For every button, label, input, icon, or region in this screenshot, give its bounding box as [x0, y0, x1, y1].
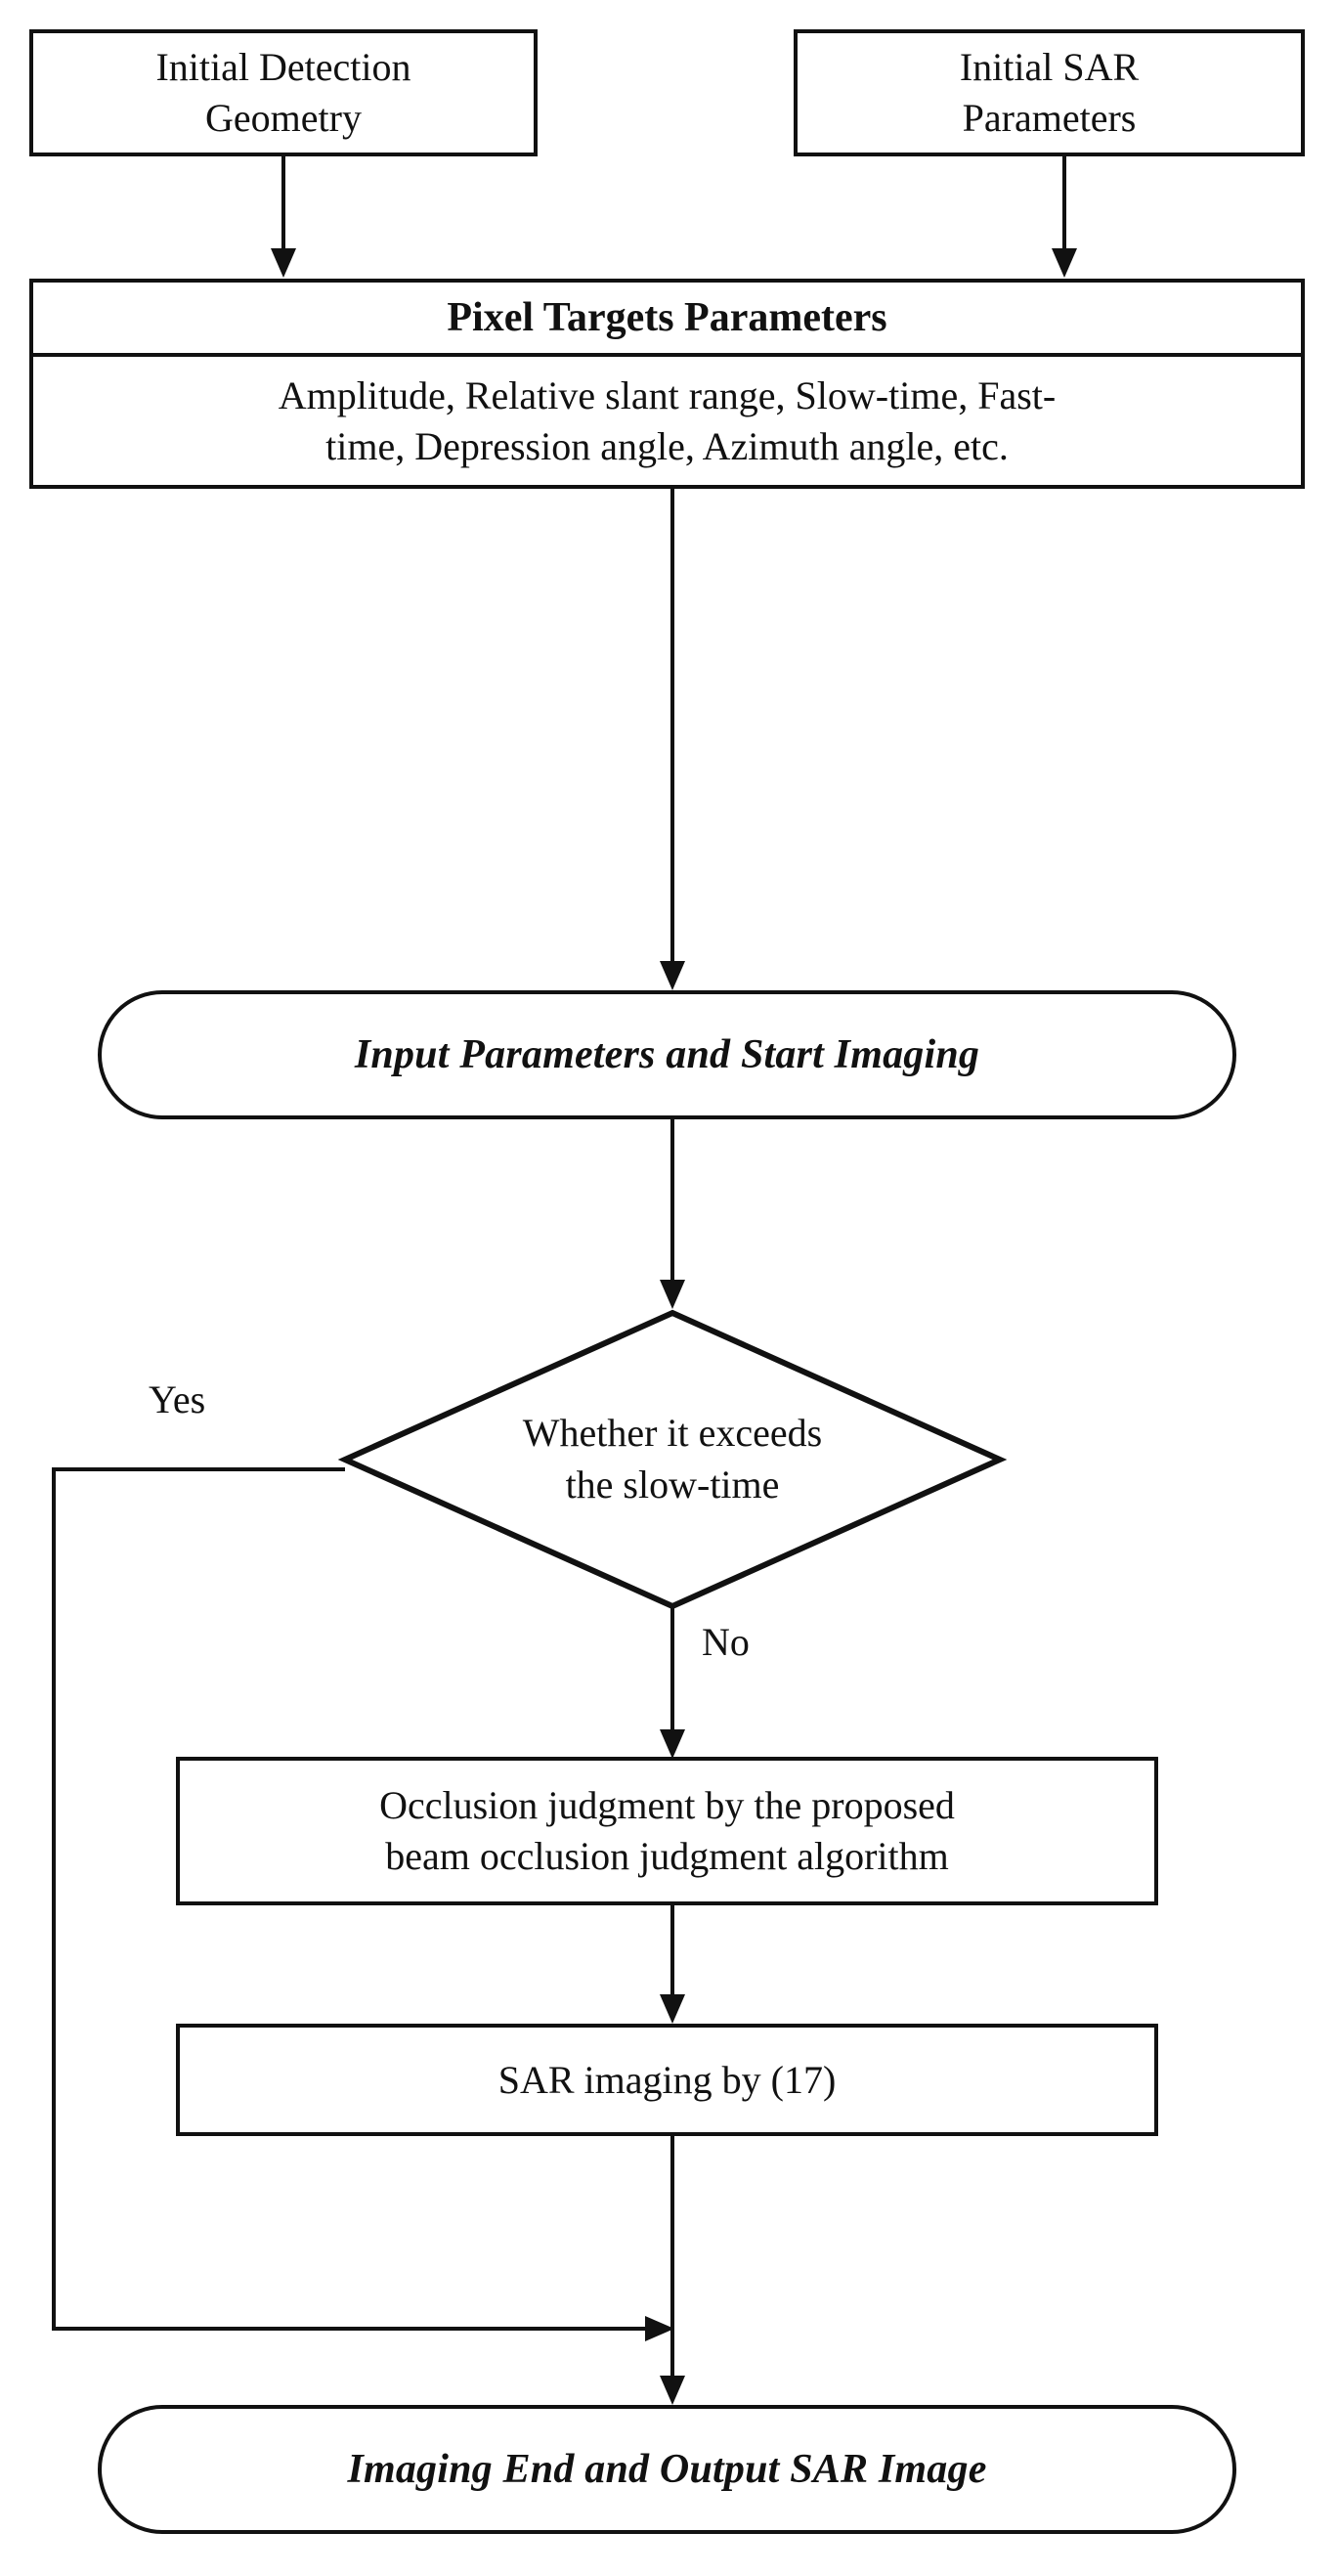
node-pixel-targets-parameters[interactable]: Pixel Targets Parameters Amplitude, Rela…	[29, 279, 1305, 489]
initial-detection-geometry-line1: Initial Detection	[155, 45, 411, 89]
arrowhead-sar-params-to-pixel-params	[1052, 248, 1077, 278]
occlusion-judgment-line1: Occlusion judgment by the proposed	[379, 1783, 955, 1827]
connector-yes-return-horizontal	[52, 2327, 658, 2331]
node-start-terminator[interactable]: Input Parameters and Start Imaging	[98, 990, 1236, 1119]
arrowhead-detection-to-pixel-params	[271, 248, 296, 278]
node-decision[interactable]: Whether it exceeds the slow-time	[337, 1309, 1008, 1610]
initial-detection-geometry-line2: Geometry	[205, 96, 362, 140]
connector-sar-params-to-pixel-params	[1062, 156, 1066, 252]
decision-diamond-shape	[337, 1309, 1008, 1610]
node-initial-sar-parameters[interactable]: Initial SAR Parameters	[794, 29, 1305, 156]
connector-occlusion-to-sar-imaging	[670, 1905, 674, 1998]
connector-sar-imaging-to-end	[670, 2136, 674, 2380]
pixel-targets-parameters-body: Amplitude, Relative slant range, Slow-ti…	[33, 357, 1301, 485]
arrowhead-occlusion-to-sar-imaging	[660, 1994, 685, 2024]
edge-label-yes: Yes	[149, 1377, 206, 1421]
node-occlusion-judgment[interactable]: Occlusion judgment by the proposed beam …	[176, 1757, 1158, 1905]
pixel-targets-parameters-divider	[33, 353, 1301, 357]
connector-yes-vertical	[52, 1467, 56, 2331]
arrowhead-pixel-params-to-start	[660, 961, 685, 990]
initial-sar-parameters-line2: Parameters	[962, 96, 1137, 140]
pixel-targets-parameters-body-line2: time, Depression angle, Azimuth angle, e…	[325, 423, 1009, 468]
connector-detection-to-pixel-params	[281, 156, 285, 252]
node-initial-detection-geometry[interactable]: Initial Detection Geometry	[29, 29, 538, 156]
connector-no-vertical	[670, 1606, 674, 1733]
node-end-terminator[interactable]: Imaging End and Output SAR Image	[98, 2405, 1236, 2534]
arrowhead-no-to-occlusion	[660, 1729, 685, 1759]
connector-pixel-params-to-start	[670, 489, 674, 965]
connector-start-to-decision	[670, 1119, 674, 1284]
arrowhead-yes-return	[645, 2316, 674, 2341]
initial-sar-parameters-line1: Initial SAR	[959, 45, 1140, 89]
pixel-targets-parameters-body-line1: Amplitude, Relative slant range, Slow-ti…	[278, 372, 1057, 417]
pixel-targets-parameters-header-cell: Pixel Targets Parameters	[33, 283, 1301, 353]
arrowhead-start-to-decision	[660, 1280, 685, 1309]
start-terminator-label: Input Parameters and Start Imaging	[354, 1031, 980, 1077]
arrowhead-sar-imaging-to-end	[660, 2376, 685, 2405]
node-sar-imaging[interactable]: SAR imaging by (17)	[176, 2024, 1158, 2136]
sar-imaging-label: SAR imaging by (17)	[497, 2057, 837, 2102]
edge-label-no: No	[702, 1620, 750, 1664]
end-terminator-label: Imaging End and Output SAR Image	[347, 2446, 987, 2492]
connector-yes-horizontal	[52, 1467, 345, 1471]
occlusion-judgment-line2: beam occlusion judgment algorithm	[385, 1834, 949, 1878]
pixel-targets-parameters-header: Pixel Targets Parameters	[447, 295, 887, 340]
